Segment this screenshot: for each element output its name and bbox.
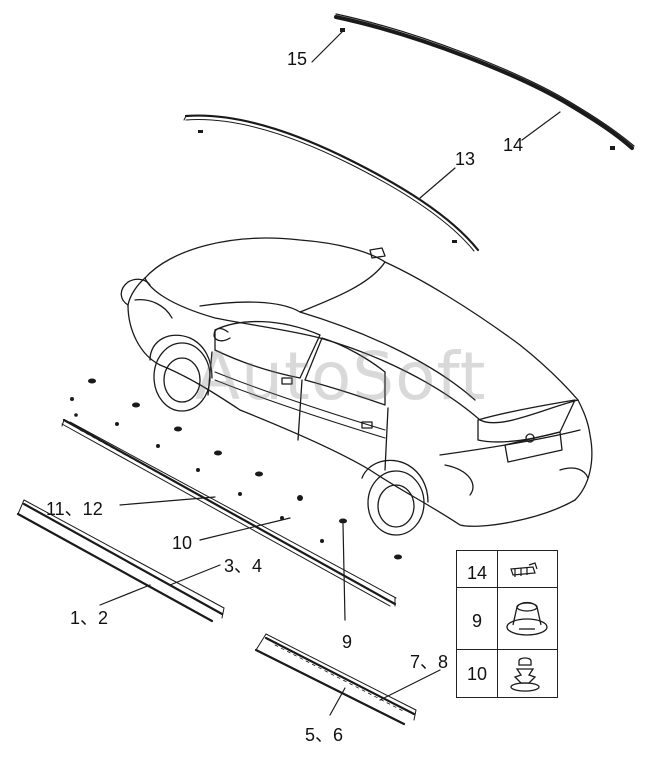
callout-10: 10 xyxy=(172,533,193,553)
leader-3-4 xyxy=(169,564,221,586)
rear-moulding-5-8 xyxy=(254,633,417,726)
leader-7-8 xyxy=(379,669,441,701)
callout-11-12: 11、12 xyxy=(46,499,103,519)
push-nut-icon xyxy=(503,595,553,646)
watermark: AutoSoft xyxy=(195,338,487,415)
legend-number-10: 10 xyxy=(466,664,488,684)
callout-13: 13 xyxy=(455,149,476,169)
callout-9: 9 xyxy=(342,632,353,652)
fir-tree-clip-icon xyxy=(503,655,547,700)
roof-moulding-13 xyxy=(183,114,480,252)
leader-5-6 xyxy=(329,687,346,716)
callout-1-2: 1、2 xyxy=(70,608,109,628)
legend-number-9: 9 xyxy=(471,611,482,631)
sill-moulding-1-4 xyxy=(16,499,225,623)
callout-15: 15 xyxy=(287,49,308,69)
car-body xyxy=(120,237,593,536)
leader-1-2 xyxy=(99,584,151,606)
roof-moulding-14 xyxy=(334,13,635,150)
legend-number-14: 14 xyxy=(466,563,488,583)
fastener-legend-table: 14 9 10 xyxy=(456,550,558,698)
callout-5-6: 5、6 xyxy=(305,725,344,745)
leader-15 xyxy=(311,31,343,63)
callout-14: 14 xyxy=(503,135,524,155)
roof-clip-icon xyxy=(503,559,543,588)
leader-9 xyxy=(342,523,346,621)
callout-7-8: 7、8 xyxy=(410,652,449,672)
scattered-clips xyxy=(70,378,402,560)
sill-moulding-11-12 xyxy=(61,418,397,607)
leader-10 xyxy=(199,517,291,541)
leader-11-12 xyxy=(119,496,216,506)
callout-3-4: 3、4 xyxy=(224,556,263,576)
